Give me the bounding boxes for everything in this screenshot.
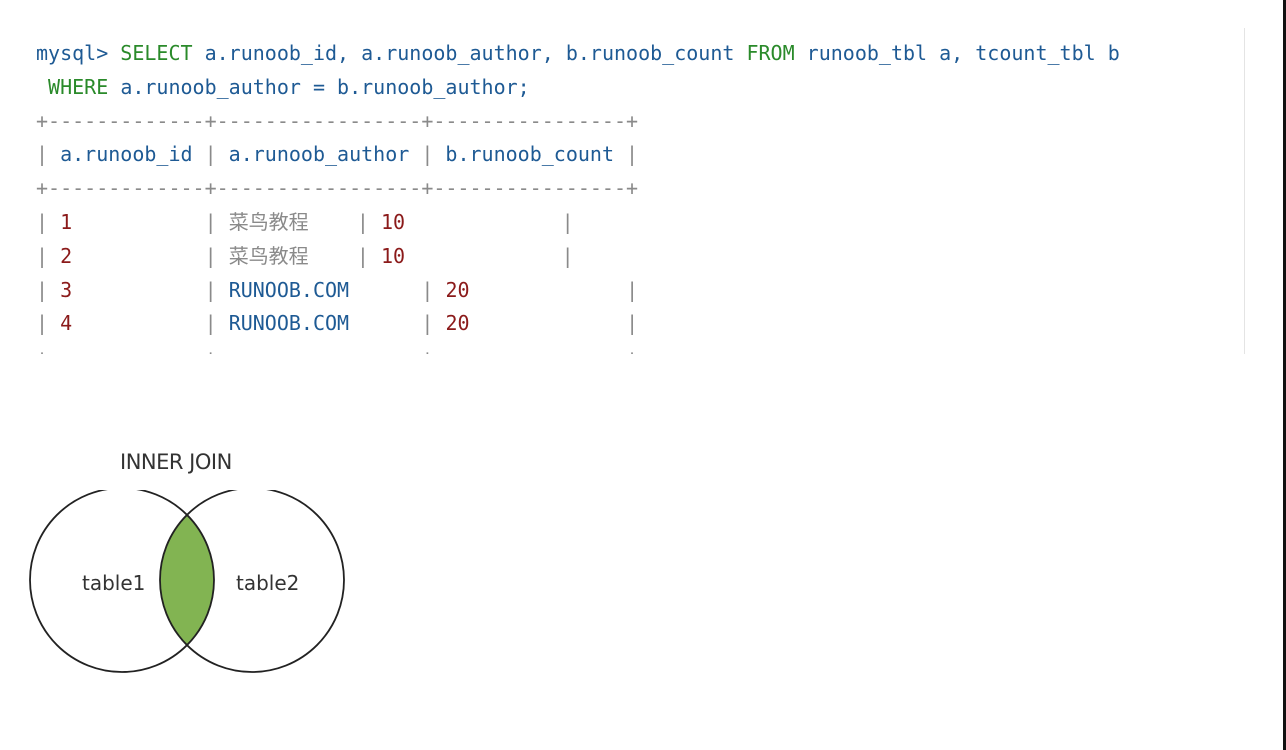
mysql-prompt: mysql> (36, 41, 109, 65)
table-row: | 3 | RUNOOB.COM | 20 | (36, 277, 639, 302)
table1-label: table1 (82, 571, 145, 595)
window-edge (1283, 0, 1286, 750)
table-row: | 2 | 菜鸟教程 | 10 | (36, 243, 574, 268)
keyword-from: FROM (746, 41, 795, 65)
column-header-author: a.runoob_author (228, 142, 410, 167)
table-border-bottom: +-------------+-----------------+-------… (36, 345, 638, 354)
sql-output: mysql> SELECT a.runoob_id, a.runoob_auth… (36, 37, 1120, 354)
table-row: | 1 | 菜鸟教程 | 10 | (36, 209, 574, 234)
table-border-top: +-------------+-----------------+-------… (36, 108, 639, 133)
inner-join-venn-diagram: table1 table2 (29, 490, 345, 673)
select-columns: a.runoob_id, a.runoob_author, b.runoob_c… (204, 41, 735, 65)
table2-circle (159, 490, 345, 673)
code-block: mysql> SELECT a.runoob_id, a.runoob_auth… (0, 28, 1245, 354)
keyword-select: SELECT (120, 41, 193, 65)
table1-circle (29, 490, 215, 673)
column-header-id: a.runoob_id (60, 142, 193, 167)
from-tables: runoob_tbl a, tcount_tbl b (806, 41, 1120, 65)
keyword-where: WHERE (48, 74, 109, 99)
where-condition: a.runoob_author = b.runoob_author; (120, 74, 530, 99)
table2-label: table2 (236, 571, 299, 595)
table-row: | 4 | RUNOOB.COM | 20 | (36, 311, 639, 336)
table-border-mid: +-------------+-----------------+-------… (36, 176, 639, 201)
venn-title: INNER JOIN (120, 450, 232, 474)
column-header-count: b.runoob_count (445, 142, 614, 167)
